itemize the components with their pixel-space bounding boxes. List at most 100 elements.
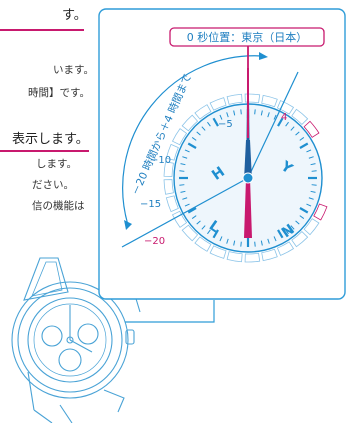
dial-minor-tick — [207, 229, 211, 235]
dial-minor-tick — [233, 110, 236, 116]
scale-label-4: 4 — [281, 112, 287, 123]
scale-label-m5: −5 — [218, 119, 233, 130]
scale-segment — [181, 224, 199, 242]
top-label: 0 秒位置：東京（日本） — [187, 30, 308, 44]
dial-minor-tick — [191, 215, 197, 219]
dial-minor-tick — [311, 170, 317, 172]
scale-segment — [194, 236, 212, 252]
scale-segment — [291, 230, 309, 248]
dial-minor-tick — [267, 238, 270, 244]
scale-segment — [313, 203, 328, 221]
dial-minor-tick — [299, 137, 305, 141]
dial-minor-tick — [306, 149, 312, 153]
dial-minor-tick — [207, 121, 211, 127]
scale-label-m20: −20 — [144, 236, 165, 247]
dial-minor-tick — [254, 109, 256, 115]
hour-hand — [244, 140, 252, 180]
leader-line — [125, 300, 215, 323]
instruction-line-3: します。 — [36, 158, 77, 170]
dial-minor-tick — [180, 190, 186, 193]
scale-segment — [171, 128, 188, 146]
dial-minor-tick — [260, 110, 263, 116]
second-hand-top — [247, 68, 249, 138]
dial-minor-tick — [308, 197, 314, 200]
heading-fragment-2: 表示します。 — [12, 132, 89, 147]
scale-segment — [226, 251, 243, 263]
dial-minor-tick — [311, 184, 317, 186]
heading-underline-1 — [0, 29, 84, 31]
scale-label-m10: −10 — [150, 155, 171, 166]
scale-segment — [209, 97, 227, 111]
scale-segment — [165, 195, 179, 213]
dial-minor-tick — [226, 238, 229, 244]
dial-minor-tick — [182, 156, 188, 159]
dial-minor-tick — [219, 236, 223, 242]
heading-fragment-1: す。 — [62, 8, 87, 23]
hand-pivot — [242, 172, 254, 184]
dial-major-tick — [299, 207, 309, 214]
dial-minor-tick — [310, 163, 316, 166]
dial-minor-tick — [295, 131, 300, 136]
dial-minor-tick — [184, 203, 190, 207]
dial-ticks — [179, 109, 317, 247]
scale-segment — [181, 114, 199, 132]
dial-minor-tick — [179, 184, 185, 186]
scale-segment — [171, 210, 188, 228]
dial-major-tick — [277, 117, 284, 127]
dial-minor-tick — [295, 220, 300, 225]
second-hand — [244, 178, 252, 238]
dial-minor-tick — [273, 114, 277, 120]
scale-segment — [163, 161, 174, 177]
heading-underline-2 — [0, 150, 89, 152]
dial-major-tick — [212, 117, 219, 127]
dial-minor-tick — [310, 190, 316, 193]
dial-major-tick — [187, 207, 197, 214]
dial-minor-tick — [196, 131, 201, 136]
dial-minor-tick — [285, 121, 289, 127]
scale-segment — [244, 252, 261, 263]
dial-minor-tick — [201, 126, 206, 131]
range-arc — [122, 55, 263, 226]
range-arc-arrow-start — [124, 220, 132, 230]
dial-minor-tick — [196, 220, 201, 225]
dial-major-tick — [187, 142, 197, 149]
instruction-line-1: います。 — [53, 64, 94, 76]
scale-segment — [303, 218, 320, 236]
dial-minor-tick — [179, 170, 185, 172]
dial-minor-tick — [273, 236, 277, 242]
dial-minor-tick — [226, 112, 229, 118]
dial-minor-tick — [306, 203, 312, 207]
scale-segment — [226, 93, 243, 105]
dial-minor-tick — [191, 137, 197, 141]
scale-segment — [261, 94, 278, 108]
instruction-line-5: 信の機能は — [32, 200, 85, 212]
instruction-line-2: 時間】です。 — [28, 87, 90, 99]
dial-minor-tick — [219, 114, 223, 120]
top-label-box — [169, 27, 325, 47]
instruction-line-4: ださい。 — [32, 179, 74, 191]
range-line-start — [121, 177, 249, 248]
dial-minor-tick — [240, 109, 242, 115]
dial-major-tick — [299, 142, 309, 149]
scale-segment — [209, 245, 227, 259]
scale-label-m15: −15 — [140, 199, 161, 210]
range-line-end — [247, 71, 299, 179]
dial-minor-tick — [299, 215, 305, 219]
dial-minor-tick — [290, 225, 295, 230]
scale-segment — [303, 120, 320, 138]
dial-minor-tick — [201, 225, 206, 230]
dial-minor-tick — [308, 156, 314, 159]
dial-minor-tick — [285, 229, 289, 235]
dial-minor-tick — [233, 240, 236, 246]
scale-segment — [276, 100, 295, 115]
scale-segment — [291, 108, 309, 126]
dial-minor-tick — [240, 241, 242, 247]
scale-segment — [194, 104, 212, 120]
dial-minor-tick — [267, 112, 270, 118]
dial-minor-tick — [182, 197, 188, 200]
dial-minor-tick — [260, 240, 263, 246]
range-arc-arrow-end — [259, 52, 268, 60]
scale-segment — [276, 241, 295, 256]
scale-segment — [261, 248, 278, 262]
